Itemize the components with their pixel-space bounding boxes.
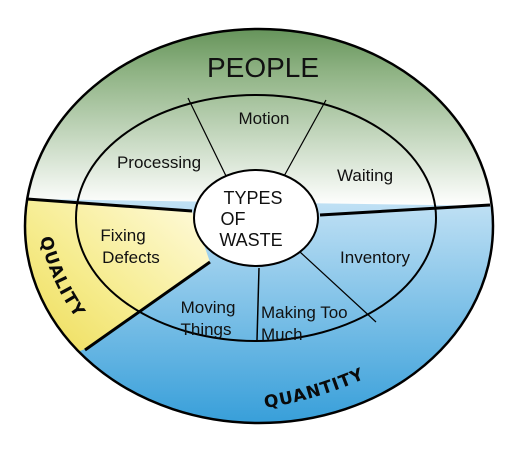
divider-people-quantity	[319, 203, 491, 217]
divider-motion-waiting	[282, 99, 327, 179]
people-label: PEOPLE	[207, 52, 319, 83]
segment-processing: Processing	[117, 153, 201, 172]
divider-moving-makingtoomuch	[256, 267, 260, 341]
segment-moving-things-line1: Moving	[181, 298, 236, 317]
divider-inventory-makingtoomuch	[299, 251, 377, 323]
center-label-line3: WASTE	[219, 230, 282, 250]
segment-waiting: Waiting	[337, 166, 393, 185]
divider-quality-quantity	[84, 260, 211, 352]
divider-processing-motion	[187, 97, 228, 179]
center-circle	[193, 169, 319, 267]
segment-moving-things-line2: Things	[180, 320, 231, 339]
segment-making-too-much-line2: Much	[261, 325, 303, 344]
segment-making-too-much-line1: Making Too	[261, 303, 348, 322]
segment-fixing-defects-line2: Defects	[102, 248, 160, 267]
divider-people-quality	[26, 197, 193, 213]
center-label-line1: TYPES	[223, 188, 282, 208]
segment-inventory: Inventory	[340, 248, 410, 267]
center-label-line2: OF	[221, 209, 246, 229]
inner-ellipse	[75, 94, 437, 342]
segment-fixing-defects-line1: Fixing	[100, 226, 145, 245]
outer-ellipse	[23, 27, 495, 425]
segment-motion: Motion	[238, 109, 289, 128]
